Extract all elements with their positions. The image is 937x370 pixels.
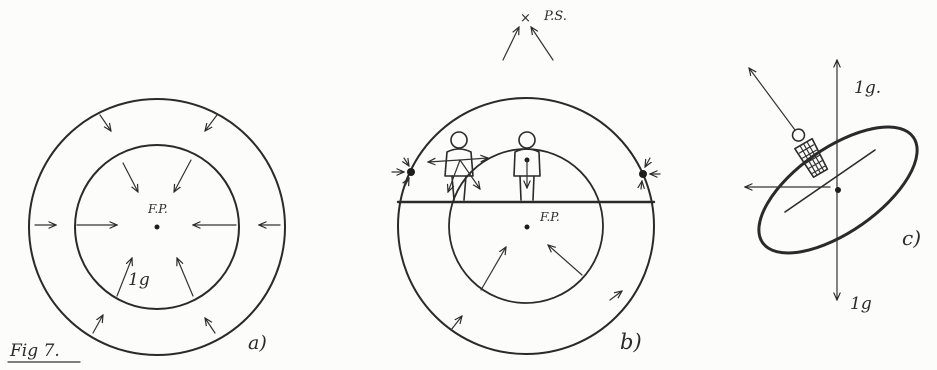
left-rim-mass [407,168,415,176]
arrow [205,318,216,334]
panel-b-center-label: F.P. [540,210,560,224]
panel-b-outer-arrows [450,291,622,331]
panel-b-inner-arrows [480,245,583,291]
panel-b-outer-circle [397,97,655,355]
figure-caption: Fig 7. [10,341,60,361]
panel-a-outer-circle [28,98,286,356]
panel-b-point-label: P.S. [544,9,567,24]
panel-a [28,98,286,356]
arrow [531,27,554,61]
panel-a-gravity-label: 1g [128,270,150,290]
arrow [404,157,409,166]
arrow [645,157,650,167]
panel-b-label: b) [620,330,642,354]
panel-c-gravity-top-label: 1g. [854,78,882,98]
panel-b-center-point [524,224,530,230]
panel-a-center-label: F.P. [148,202,168,216]
panel-a-inner-circle [74,144,240,310]
arrow [609,291,622,301]
arrow [459,159,480,189]
panel-c-gravity-bottom-label: 1g [850,294,872,314]
arrow [428,160,461,162]
arrow [448,159,461,192]
arrow [641,181,642,190]
panel-b-person-left-arrows [428,158,488,192]
arrow [174,159,192,192]
panel-a-inner-arrows [76,159,237,297]
panel-a-label: a) [248,332,267,354]
arrow [205,114,218,131]
panel-c-outward-arrow [749,68,796,131]
pole-point-mark: × [520,11,531,26]
panel-c-spin-axis [784,149,876,213]
arrow [502,27,519,61]
panel-c [739,60,919,300]
arrow [480,247,506,291]
arrow [99,114,111,131]
arrow [92,315,103,334]
panel-a-center-point [154,224,160,230]
arrow [450,316,462,331]
panel-c-tilted-disc [757,125,919,255]
panel-a-outer-arrows [34,114,281,334]
arrow [548,245,583,276]
arrow [405,178,409,187]
panel-b: × [391,11,661,355]
arrow [116,258,132,297]
panel-b-rim-masses [391,157,661,190]
right-rim-mass [639,170,647,178]
arrow [122,162,138,192]
arrow [459,158,488,160]
panel-c-center-point [835,187,841,193]
arrow [177,258,194,297]
panel-c-person [791,128,829,178]
panel-b-pole-arrows: × [502,11,554,61]
panel-c-label: c) [902,226,922,250]
